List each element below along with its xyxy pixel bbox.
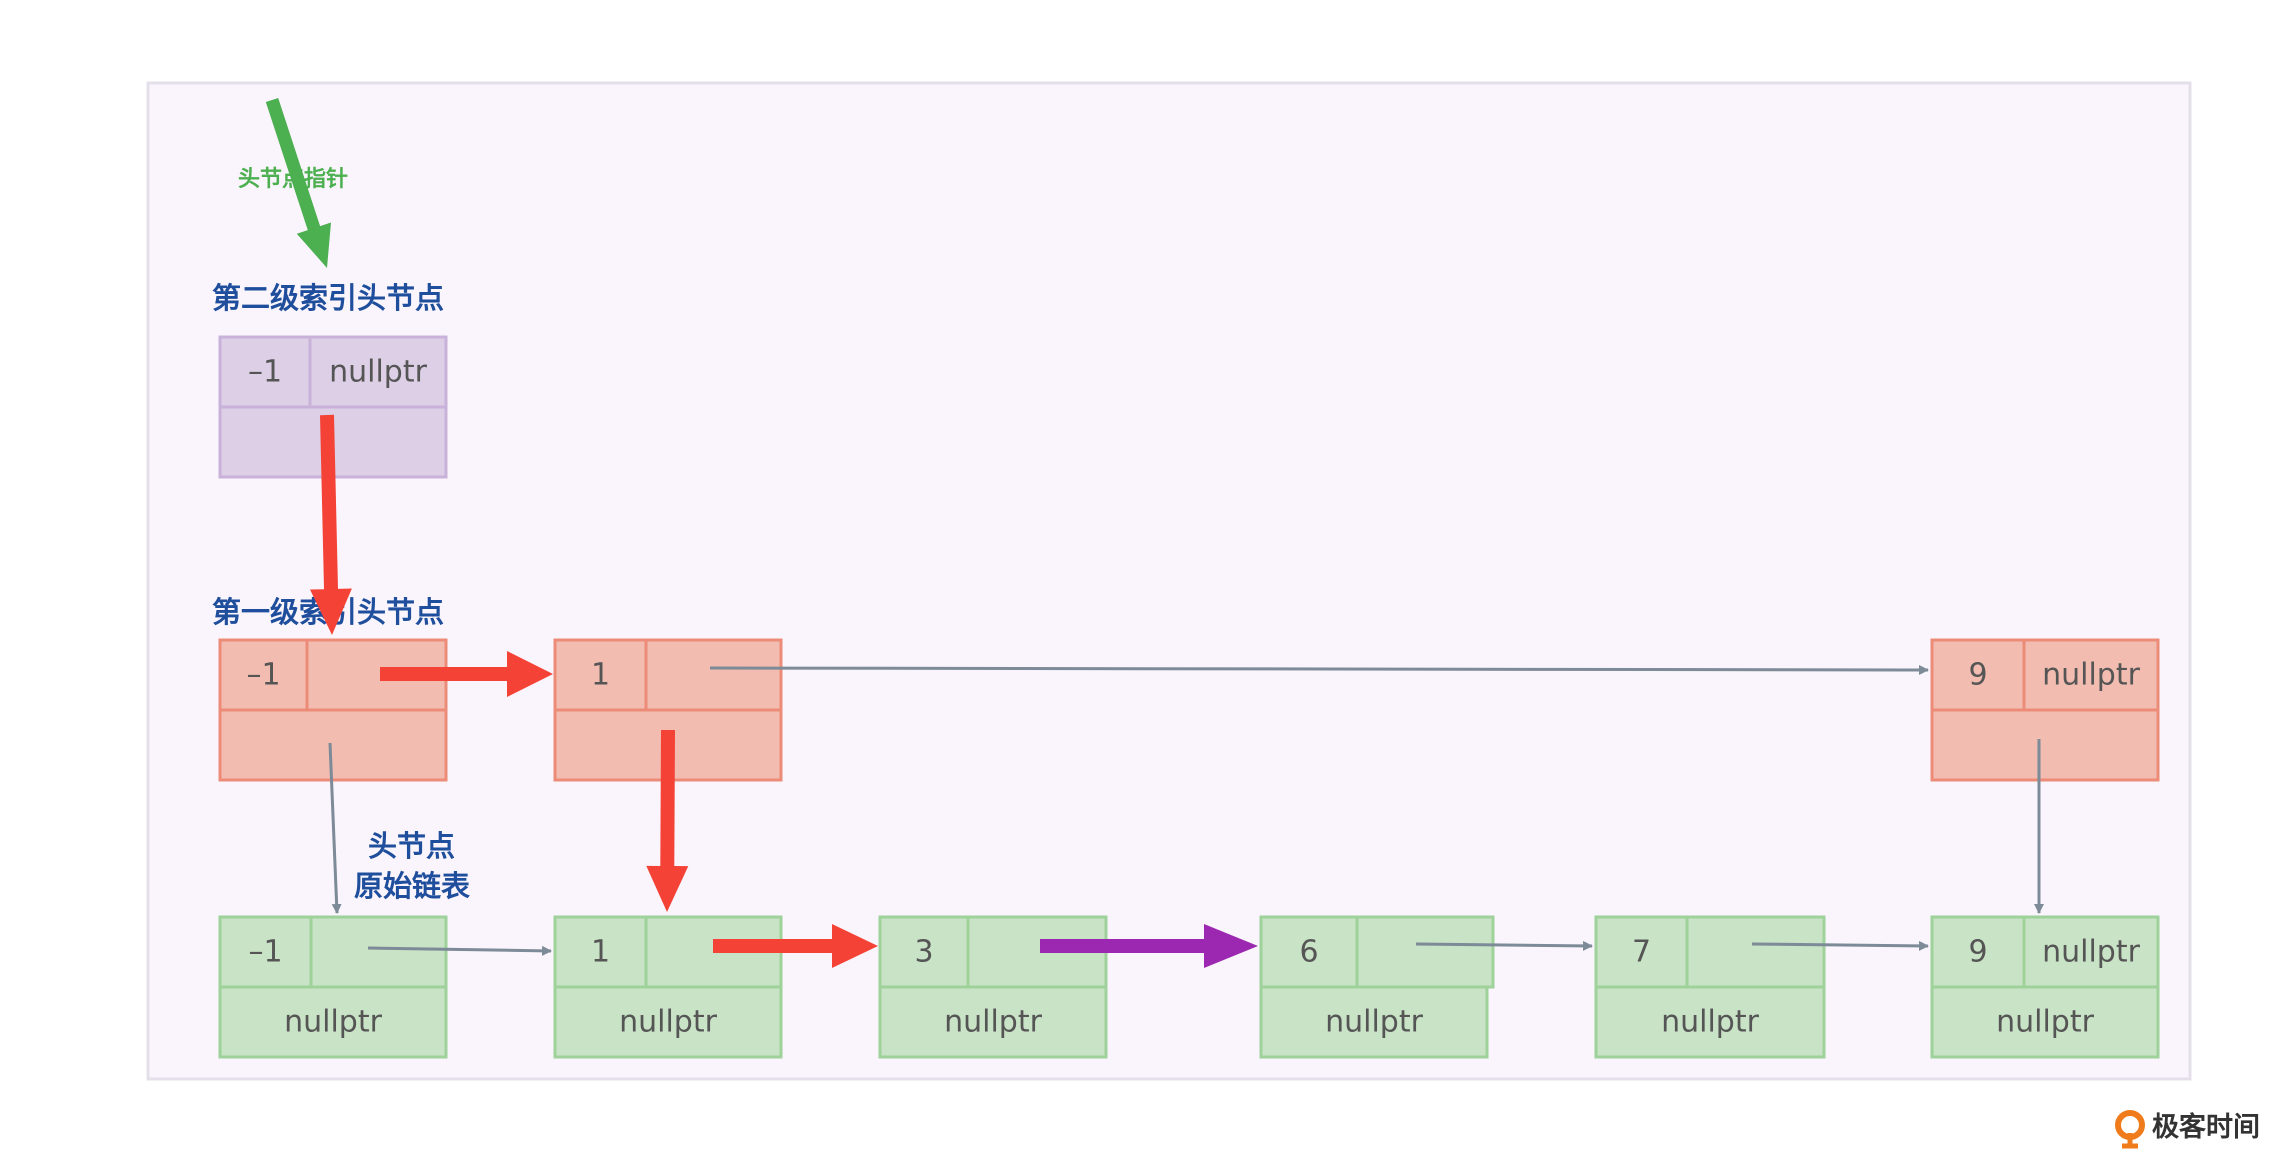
- geektime-logo-icon: [2115, 1110, 2145, 1149]
- value-cell: [553, 915, 648, 989]
- node-value: 9: [1968, 658, 1987, 693]
- head-pointer-arrow: [265, 98, 331, 268]
- search-arrow-1: [310, 414, 352, 635]
- level1-node-2: 1: [553, 638, 783, 782]
- value-cell: [878, 915, 970, 989]
- node-value: 9: [1968, 935, 1987, 970]
- node-down: nullptr: [284, 1005, 383, 1040]
- next-cell: [309, 915, 448, 989]
- next-cell: [1355, 915, 1495, 989]
- logo-text: 极客时间: [2152, 1111, 2260, 1143]
- node-down: nullptr: [1325, 1005, 1424, 1040]
- level2-head-label: 第二级索引头节点: [212, 281, 444, 315]
- node-value: 1: [591, 658, 610, 693]
- node-down: nullptr: [1661, 1005, 1760, 1040]
- next-cell: [308, 335, 448, 409]
- node-down: nullptr: [1996, 1005, 2095, 1040]
- node-value: –1: [248, 935, 282, 970]
- node-next: nullptr: [2042, 935, 2141, 970]
- next-cell: [644, 638, 783, 712]
- next-cell: [1685, 915, 1826, 989]
- down-cell: [1594, 985, 1826, 1059]
- node-down: nullptr: [944, 1005, 1043, 1040]
- search-arrow-3: [646, 730, 689, 912]
- value-cell: [1259, 915, 1359, 989]
- level1-down-arrow-1: [328, 742, 342, 914]
- down-cell: [878, 985, 1108, 1059]
- level1-node-1: –1: [218, 638, 448, 782]
- head-node-label: 头节点: [368, 829, 455, 863]
- node-value: 7: [1632, 935, 1651, 970]
- level0-next-arrow-5: [1751, 940, 1929, 951]
- level0-next-arrow-4: [1415, 940, 1593, 951]
- down-cell: [218, 985, 448, 1059]
- node-down: nullptr: [619, 1005, 718, 1040]
- down-cell: [553, 985, 783, 1059]
- diagram-panel: [146, 81, 2192, 1081]
- level1-node-3: 9 nullptr: [1930, 638, 2160, 782]
- node-value: –1: [246, 658, 280, 693]
- down-cell: [1930, 985, 2160, 1059]
- node-value: 6: [1299, 935, 1318, 970]
- original-list-label: 原始链表: [354, 869, 470, 903]
- level1-next-arrow-1: [709, 664, 1929, 675]
- level0-node-5: 7 nullptr: [1594, 915, 1826, 1059]
- search-arrow-4: [713, 924, 878, 968]
- node-next: nullptr: [2042, 658, 2141, 693]
- next-cell: [2022, 915, 2160, 989]
- level0-node-3: 3 nullptr: [878, 915, 1108, 1059]
- level0-node-6: 9 nullptr nullptr: [1930, 915, 2160, 1059]
- node-next: nullptr: [329, 355, 428, 390]
- search-arrow-2: [380, 651, 553, 697]
- down-cell: [1930, 708, 2160, 782]
- value-cell: [218, 638, 309, 712]
- node-value: –1: [248, 355, 282, 390]
- node-value: 1: [591, 935, 610, 970]
- node-value: 3: [914, 935, 933, 970]
- search-arrow-final: [1040, 924, 1258, 968]
- down-cell: [1259, 985, 1489, 1059]
- next-cell: [2022, 638, 2160, 712]
- level0-next-arrow-1: [367, 945, 552, 956]
- value-cell: [1930, 638, 2026, 712]
- level0-node-2: 1 nullptr: [553, 915, 783, 1059]
- geektime-logo: 极客时间: [2115, 1110, 2260, 1149]
- down-cell: [218, 708, 448, 782]
